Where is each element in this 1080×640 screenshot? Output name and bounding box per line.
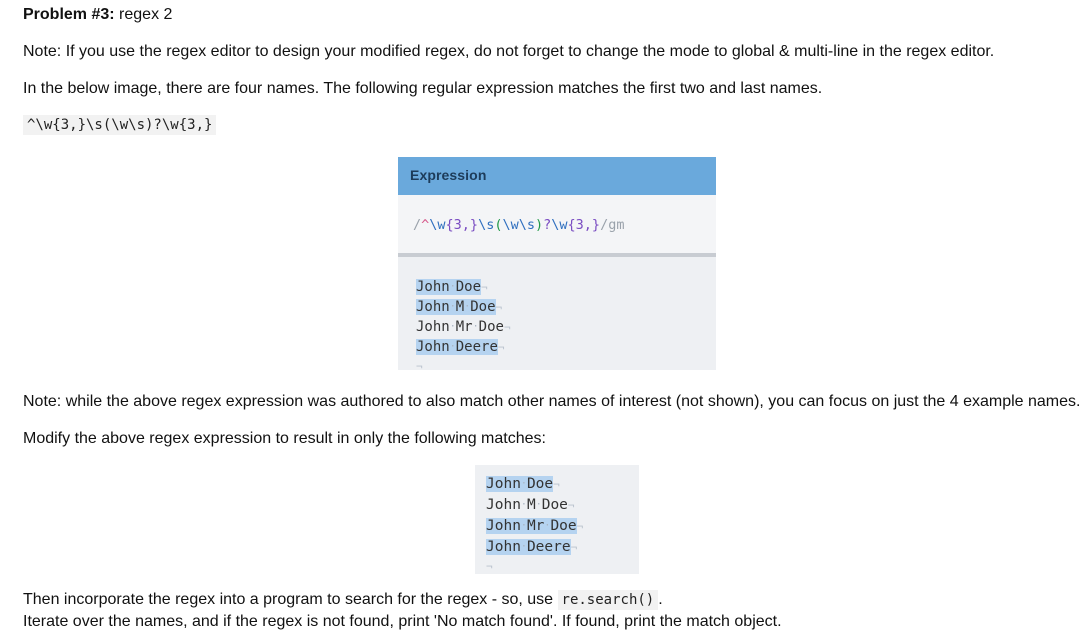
expr-word-2: \w — [551, 217, 568, 233]
regex-code-block: ^\w{3,}\s(\w\s)?\w{3,} — [23, 115, 217, 135]
problem-title: regex 2 — [119, 6, 173, 23]
expr-anchor: ^ — [421, 217, 430, 233]
expr-group-close: ) — [535, 217, 544, 233]
expr-word: \w — [429, 217, 446, 233]
desired-matches-figure: John·Doe¬John·M·Doe¬John·Mr·Doe¬John·Dee… — [475, 465, 639, 574]
editor-test-text: John·Doe¬John·M·Doe¬John·Mr·Doe¬John·Dee… — [398, 257, 716, 373]
problem-label: Problem #3: — [23, 6, 115, 23]
expr-group-word: \w — [502, 217, 519, 233]
regex-code: ^\w{3,}\s(\w\s)?\w{3,} — [23, 115, 217, 135]
expr-group-space: \s — [518, 217, 535, 233]
matched-text: John·Deere — [416, 339, 498, 355]
name-line: John·M·Doe¬ — [416, 299, 503, 315]
expr-quant: {3,} — [445, 217, 479, 233]
name-line: John·Mr·Doe¬ — [486, 518, 584, 534]
editor-expression-panel: /^\w{3,}\s(\w\s)?\w{3,}/gm — [398, 195, 716, 257]
name-line: John·Deere¬ — [416, 339, 505, 355]
unmatched-text: John·M·Doe — [486, 497, 568, 513]
unmatched-text: John·Mr·Doe — [416, 319, 504, 335]
re-search-code: re.search() — [557, 590, 659, 610]
expr-flags: gm — [608, 217, 625, 233]
final-line1-suffix: . — [658, 591, 663, 608]
trailing-eol: ¬ — [486, 560, 493, 573]
expr-open-slash: / — [413, 217, 422, 233]
name-line: John·M·Doe¬ — [486, 497, 575, 513]
expr-close-slash: / — [600, 217, 609, 233]
expr-space: \s — [478, 217, 495, 233]
note-regex-editor: Note: If you use the regex editor to des… — [23, 43, 995, 60]
expr-quant-2: {3,} — [567, 217, 601, 233]
modify-instruction: Modify the above regex expression to res… — [23, 430, 546, 447]
editor-header: Expression — [398, 157, 716, 195]
editor-expression: /^\w{3,}\s(\w\s)?\w{3,}/gm — [413, 217, 624, 233]
note-focus: Note: while the above regex expression w… — [23, 393, 1080, 410]
name-line: John·Doe¬ — [486, 476, 560, 492]
intro-paragraph: In the below image, there are four names… — [23, 80, 823, 97]
expr-group-open: ( — [494, 217, 503, 233]
final-instruction-2: Iterate over the names, and if the regex… — [23, 613, 782, 630]
final-instruction-1: Then incorporate the regex into a progra… — [23, 590, 663, 610]
matched-text: John·Deere — [486, 539, 571, 555]
matched-text: John·Doe — [416, 279, 482, 295]
final-line1-prefix: Then incorporate the regex into a progra… — [23, 591, 558, 608]
matched-text: John·Mr·Doe — [486, 518, 577, 534]
expr-optional: ? — [543, 217, 552, 233]
trailing-eol: ¬ — [416, 360, 423, 373]
name-line: John·Deere¬ — [486, 539, 578, 555]
editor-header-label: Expression — [410, 167, 487, 183]
name-line: John·Doe¬ — [416, 279, 488, 295]
matched-text: John·Doe — [486, 476, 554, 492]
problem-heading: Problem #3: regex 2 — [23, 5, 172, 25]
matched-text: John·M·Doe — [416, 299, 496, 315]
name-line: John·Mr·Doe¬ — [416, 319, 511, 335]
regex-editor-figure: Expression /^\w{3,}\s(\w\s)?\w{3,}/gm Jo… — [398, 157, 716, 373]
